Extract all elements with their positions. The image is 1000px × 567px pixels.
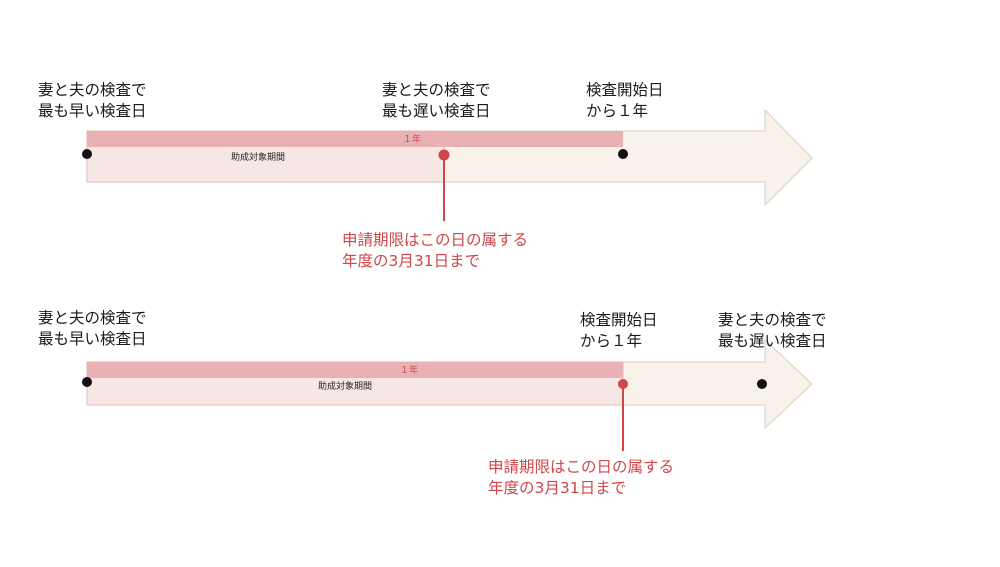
- latest-date-dot-1: [438, 149, 450, 161]
- note-line: 年度の3月31日まで: [488, 479, 627, 497]
- label-line: 最も早い検査日: [38, 102, 147, 120]
- label-line: 妻と夫の検査で: [38, 81, 147, 99]
- label-line: 妻と夫の検査で: [718, 311, 827, 329]
- deadline-note-1: 申請期限はこの日の属する 年度の3月31日まで: [342, 230, 528, 272]
- label-line: 最も遅い検査日: [718, 332, 827, 350]
- label-one-year-1: 検査開始日 から１年: [586, 80, 664, 122]
- note-line: 申請期限はこの日の属する: [488, 458, 675, 476]
- label-one-year-2: 検査開始日 から１年: [580, 310, 658, 352]
- note-line: 年度の3月31日まで: [342, 252, 481, 270]
- one-year-bar-2: [87, 362, 623, 378]
- label-line: 最も遅い検査日: [382, 102, 491, 120]
- subsidy-period-label-2: 助成対象期間: [318, 382, 373, 392]
- latest-date-dot-2: [757, 379, 767, 389]
- timeline-2: [82, 338, 813, 451]
- earliest-date-dot-1: [82, 149, 92, 159]
- label-line: 最も早い検査日: [38, 330, 147, 348]
- label-earliest-exam-1: 妻と夫の検査で 最も早い検査日: [38, 80, 147, 122]
- label-line: 検査開始日: [586, 81, 664, 99]
- deadline-note-2: 申請期限はこの日の属する 年度の3月31日まで: [488, 457, 674, 499]
- label-latest-exam-2: 妻と夫の検査で 最も遅い検査日: [718, 310, 827, 352]
- timeline-1: [82, 108, 813, 221]
- one-year-bar-label-2: １年: [400, 366, 419, 376]
- one-year-bar-label-1: １年: [403, 135, 422, 145]
- label-line: 妻と夫の検査で: [382, 81, 491, 99]
- subsidy-period-label-1: 助成対象期間: [231, 153, 286, 163]
- earliest-date-dot-2: [82, 377, 92, 387]
- one-year-dot-1: [618, 149, 628, 159]
- label-latest-exam-1: 妻と夫の検査で 最も遅い検査日: [382, 80, 491, 122]
- note-line: 申請期限はこの日の属する: [342, 231, 529, 249]
- label-earliest-exam-2: 妻と夫の検査で 最も早い検査日: [38, 308, 147, 350]
- label-line: 検査開始日: [580, 311, 658, 329]
- one-year-bar-1: [87, 131, 623, 147]
- label-line: 妻と夫の検査で: [38, 309, 147, 327]
- label-line: から１年: [586, 102, 649, 120]
- one-year-dot-2: [618, 379, 628, 389]
- label-line: から１年: [580, 332, 643, 350]
